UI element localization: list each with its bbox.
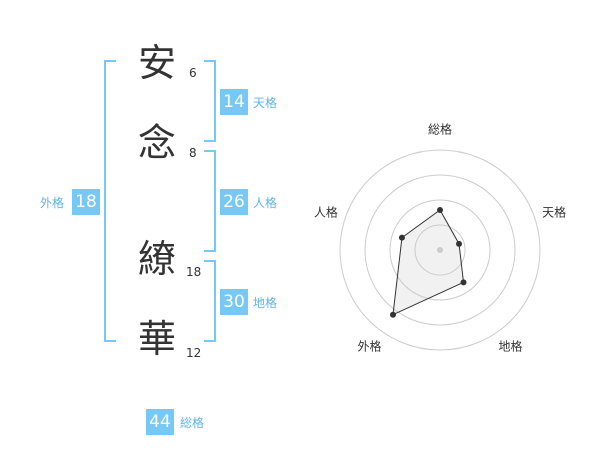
tenkaku-value: 14 [220, 89, 248, 115]
radar-grid-ring-1 [414, 224, 466, 276]
radar-axis-label-4: 外格 [357, 339, 381, 354]
tenkaku-bracket [204, 60, 216, 142]
jinkaku-bracket [204, 150, 216, 252]
radar-grid-ring-2 [389, 199, 491, 301]
gaikaku-bracket [104, 60, 116, 342]
radar-point-4 [389, 311, 396, 318]
stroke-count-1: 6 [189, 66, 197, 80]
soukaku-label: 総格 [180, 416, 205, 430]
radar-point-5 [398, 234, 405, 241]
gaikaku-value: 18 [72, 189, 100, 215]
radar-point-1 [437, 207, 443, 213]
radar-axis-label-5: 人格 [314, 204, 338, 219]
char-1: 安 [137, 41, 176, 85]
radar-grid-ring-3 [364, 174, 516, 326]
radar-grid-ring-4 [339, 149, 541, 351]
radar-axis-label-1: 総格 [428, 122, 452, 137]
radar-center-dot [437, 247, 443, 253]
soukaku-value: 44 [146, 409, 174, 435]
radar-point-2 [456, 240, 463, 247]
stroke-count-3: 18 [186, 265, 202, 279]
radar-axis-label-2: 天格 [542, 204, 566, 219]
radar-point-3 [460, 279, 467, 286]
gaikaku-label: 外格 [40, 196, 65, 210]
char-4: 華 [137, 317, 176, 361]
radar-series-polygon [392, 209, 465, 316]
char-2: 念 [137, 121, 176, 165]
stroke-count-2: 8 [189, 146, 197, 160]
tenkaku-label: 天格 [253, 96, 278, 110]
jinkaku-value: 26 [220, 189, 248, 215]
jinkaku-label: 人格 [253, 196, 278, 210]
chikaku-label: 地格 [253, 296, 278, 310]
radar-axis-label-3: 地格 [499, 339, 523, 354]
chikaku-value: 30 [220, 289, 248, 315]
chikaku-bracket [204, 260, 216, 342]
stroke-count-4: 12 [186, 346, 202, 360]
char-3: 繚 [137, 237, 176, 281]
